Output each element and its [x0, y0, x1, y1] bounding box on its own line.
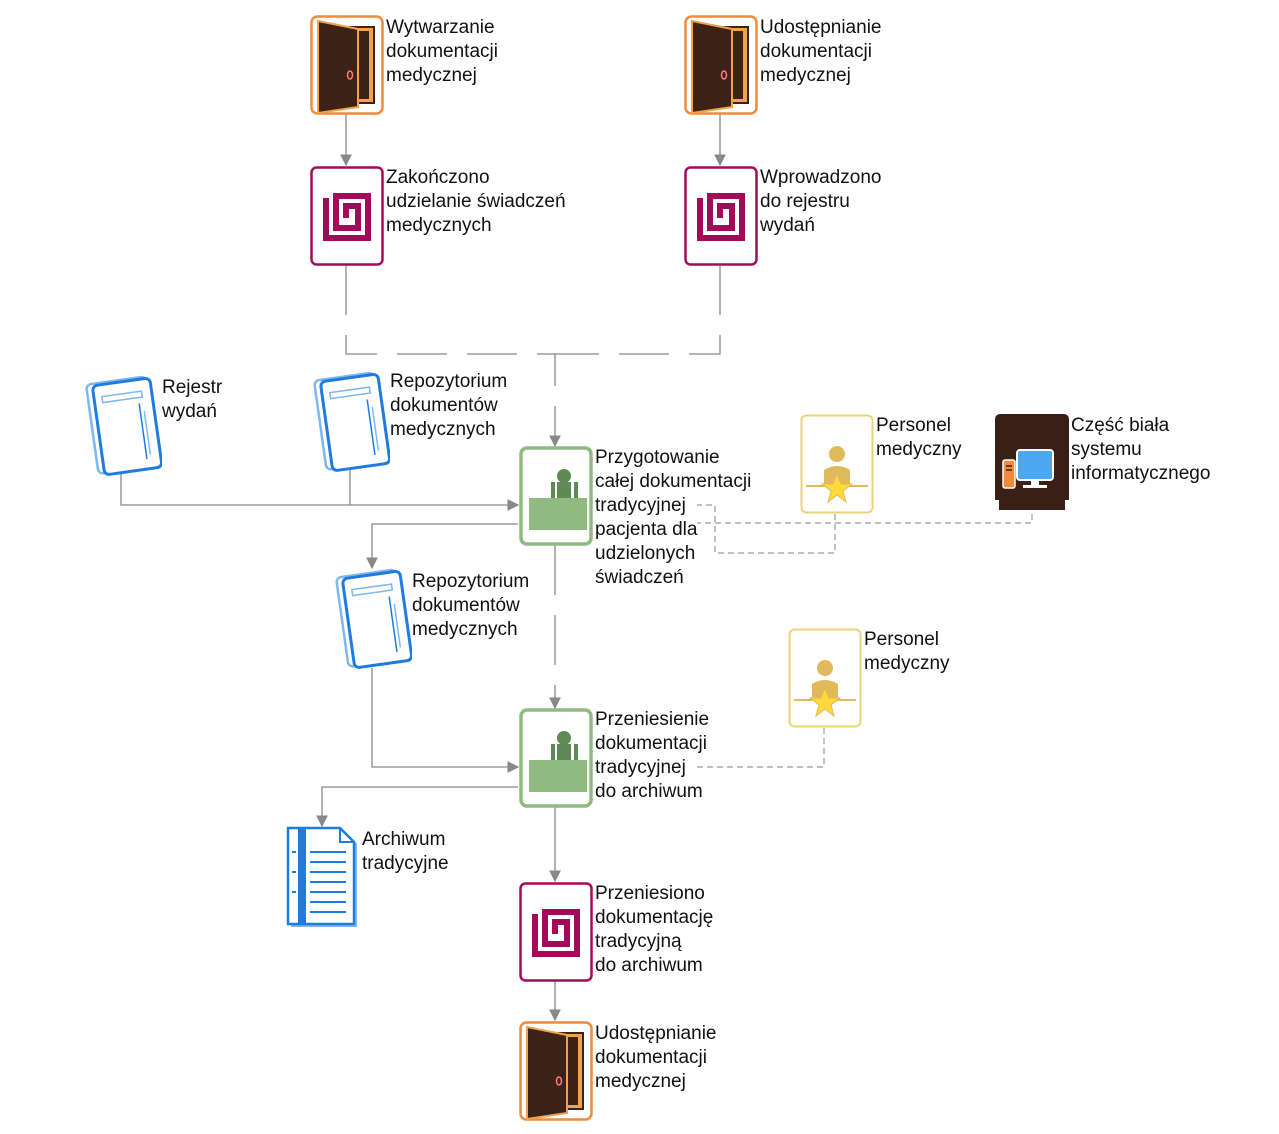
- edge-n11-n13: [316, 786, 518, 828]
- door-icon: [684, 15, 758, 115]
- process-interface-node[interactable]: [310, 15, 384, 115]
- node-label: Przeniesienie dokumentacji tradycyjnej d…: [595, 709, 710, 802]
- binder-icon: [335, 568, 412, 669]
- node-label: Udostępnianie dokumentacji medycznej: [595, 1023, 717, 1092]
- edge-n7-n10: [366, 523, 518, 570]
- system-node[interactable]: [995, 414, 1069, 514]
- document-list-node[interactable]: [84, 374, 162, 476]
- process-interface-node[interactable]: [684, 15, 758, 115]
- edge-n3-n7: [345, 265, 561, 448]
- role-node[interactable]: [800, 414, 874, 514]
- node-label: Wytwarzanie dokumentacji medycznej: [386, 17, 498, 86]
- document-node[interactable]: [284, 826, 362, 928]
- node-label: Przygotowanie całej dokumentacji tradycy…: [595, 447, 752, 588]
- edge-n8-n7: [697, 504, 836, 554]
- event-node[interactable]: [519, 882, 593, 982]
- node-label: Część biała systemu informatycznego: [1071, 415, 1211, 484]
- spiral-event-icon: [684, 166, 758, 266]
- worker-task-icon: [519, 446, 593, 546]
- node-label: Personel medyczny: [876, 415, 962, 460]
- task-node[interactable]: [519, 446, 593, 546]
- door-icon: [310, 15, 384, 115]
- node-label: Przeniesiono dokumentację tradycyjną do …: [595, 883, 714, 976]
- computer-icon: [995, 414, 1069, 514]
- node-label: Personel medyczny: [864, 629, 950, 674]
- edge-n5-n7: [120, 472, 520, 511]
- person-star-icon: [800, 414, 874, 514]
- edge-n9-n7: [697, 514, 1033, 524]
- binder-icon: [85, 375, 162, 476]
- worker-task-icon: [519, 708, 593, 808]
- edge-n10-n11: [371, 668, 520, 773]
- event-node[interactable]: [684, 166, 758, 266]
- edge-n12-n11: [697, 728, 825, 768]
- role-node[interactable]: [788, 628, 862, 728]
- process-interface-node[interactable]: [519, 1021, 593, 1121]
- node-label: Repozytorium dokumentów medycznych: [390, 371, 508, 440]
- node-label: Wprowadzono do rejestru wydań: [760, 167, 882, 236]
- binder-icon: [313, 371, 390, 472]
- person-star-icon: [788, 628, 862, 728]
- edge-n4-n7: [555, 265, 721, 355]
- node-label: Udostępnianie dokumentacji medycznej: [760, 17, 882, 86]
- event-node[interactable]: [310, 166, 384, 266]
- node-label: Archiwum tradycyjne: [362, 829, 449, 874]
- document-icon: [286, 826, 357, 927]
- node-label: Zakończono udzielanie świadczeń medyczny…: [386, 167, 566, 236]
- task-node[interactable]: [519, 708, 593, 808]
- spiral-event-icon: [519, 882, 593, 982]
- door-icon: [519, 1021, 593, 1121]
- node-label: Rejestr wydań: [162, 377, 223, 422]
- node-label: Repozytorium dokumentów medycznych: [412, 571, 530, 640]
- spiral-event-icon: [310, 166, 384, 266]
- document-list-node[interactable]: [312, 370, 390, 472]
- document-list-node[interactable]: [334, 567, 412, 669]
